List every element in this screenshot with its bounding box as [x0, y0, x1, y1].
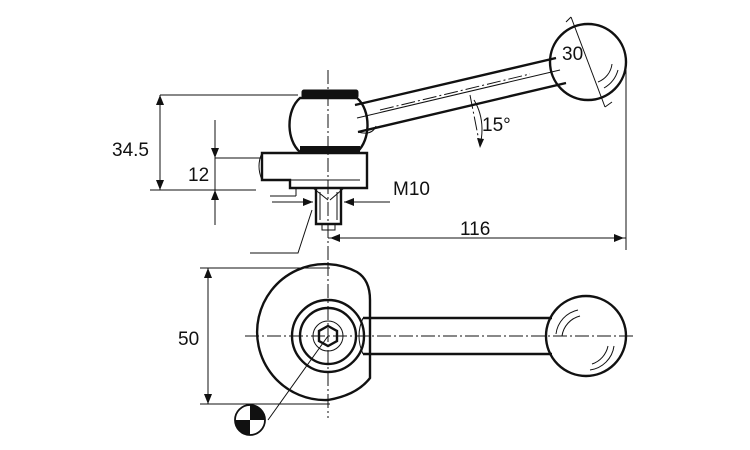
height-overall-label: 34.5 — [112, 140, 149, 161]
clamping-base — [258, 151, 369, 197]
angle-label: 15° — [482, 115, 511, 136]
lever-centre-line — [379, 73, 531, 111]
thread-label: M10 — [393, 179, 430, 200]
ball-hub — [288, 89, 369, 154]
base-diameter-label: 50 — [178, 329, 199, 350]
lever-arm — [354, 56, 567, 134]
side-view — [258, 16, 628, 262]
length-label: 116 — [460, 219, 490, 240]
height-base-label: 12 — [188, 165, 209, 186]
top-base — [255, 262, 372, 402]
dimension-lines-top — [200, 267, 330, 421]
ball-knob — [548, 16, 628, 108]
angle-reference-line — [469, 94, 481, 147]
top-view — [245, 262, 635, 418]
dimension-lines-side — [150, 70, 627, 254]
center-of-gravity-icon — [234, 404, 266, 436]
knob-diameter-label: 30 — [562, 44, 583, 65]
